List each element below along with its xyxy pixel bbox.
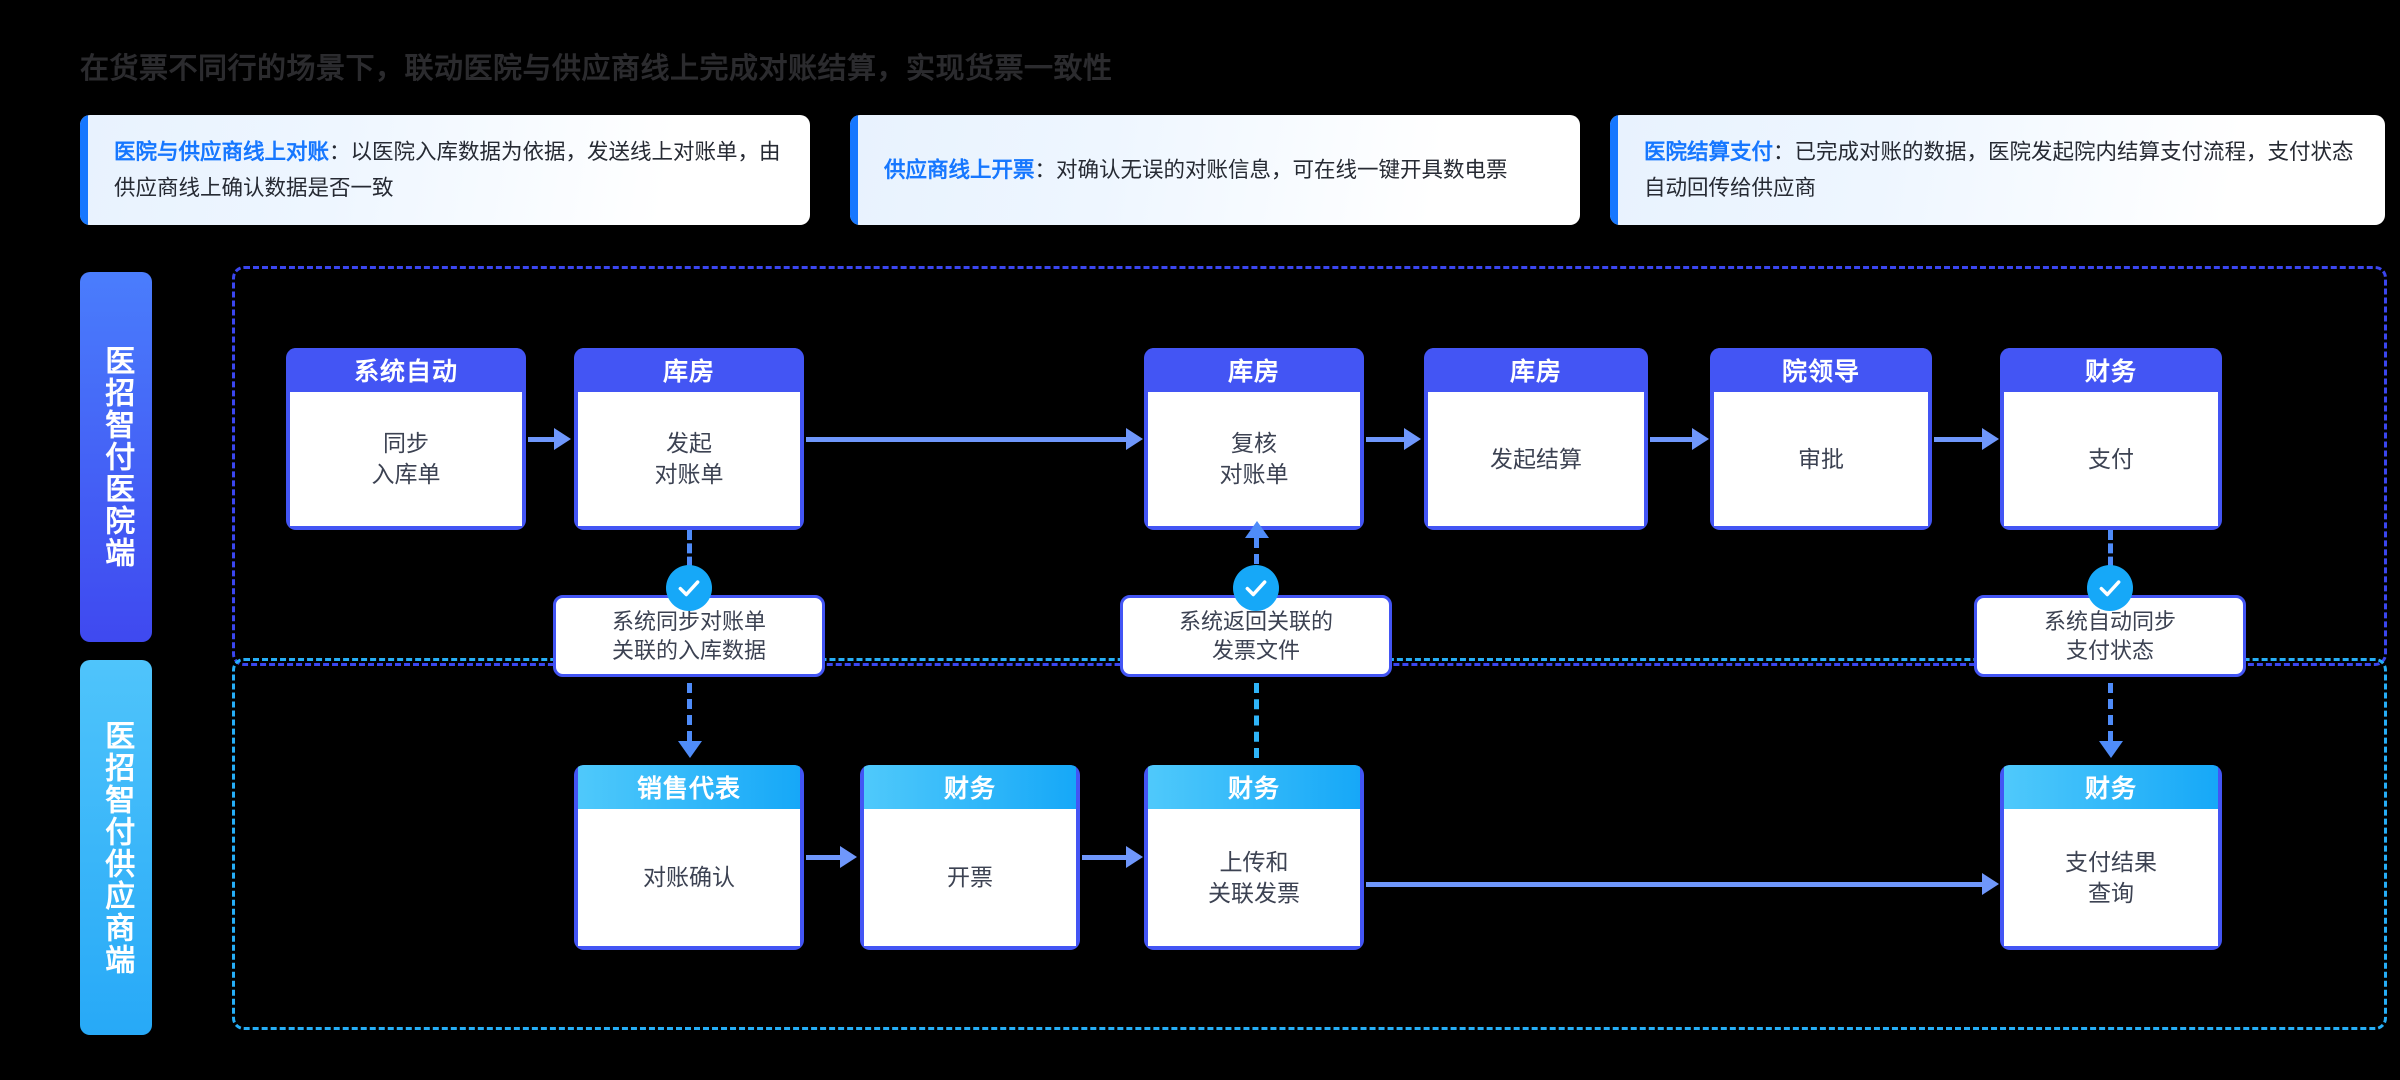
info-card-body: 以医院入库数据为依据，发送线上对账单，由供应商线上确认数据是否一致 — [114, 140, 781, 200]
node-role: 财务 — [2004, 765, 2218, 809]
arrow-head-h4 — [1692, 428, 1709, 450]
arrow-head-h5 — [1982, 428, 1999, 450]
connector-line-1-top — [687, 530, 692, 580]
node-supplier-issue-invoice[interactable]: 财务 开票 — [860, 765, 1080, 950]
connector-arrow-3-down — [2099, 741, 2123, 758]
info-card-accent-bar — [850, 115, 858, 225]
lane-label-supplier-text: 医招智付供应商端 — [100, 719, 134, 976]
info-card-heading: 医院与供应商线上对账 — [114, 140, 330, 164]
node-action: 支付结果 查询 — [2004, 809, 2218, 946]
arrow-line-h3 — [1366, 437, 1404, 442]
lane-label-hospital-text: 医招智付医院端 — [100, 345, 134, 569]
info-card-invoicing: 供应商线上开票：对确认无误的对账信息，可在线一键开具数电票 — [850, 115, 1580, 225]
node-role: 财务 — [1148, 765, 1360, 809]
info-card-separator: ： — [329, 140, 351, 164]
lane-label-hospital: 医招智付医院端 — [80, 272, 152, 642]
node-action: 支付 — [2004, 392, 2218, 526]
node-supplier-query-payment-result[interactable]: 财务 支付结果 查询 — [2000, 765, 2222, 950]
arrow-line-s1 — [806, 855, 840, 860]
connector-line-2-bottom — [1254, 683, 1259, 758]
node-action: 发起结算 — [1428, 392, 1644, 526]
arrow-line-h1 — [528, 437, 554, 442]
info-card-accent-bar — [80, 115, 88, 225]
connector-arrow-1-down — [678, 741, 702, 758]
info-card-text: 供应商线上开票：对确认无误的对账信息，可在线一键开具数电票 — [850, 152, 1534, 188]
node-role: 财务 — [2004, 348, 2218, 392]
arrow-head-h3 — [1404, 428, 1421, 450]
node-hospital-start-settlement[interactable]: 库房 发起结算 — [1424, 348, 1648, 530]
arrow-head-s1 — [840, 846, 857, 868]
arrow-head-h2 — [1126, 428, 1143, 450]
arrow-line-s3 — [1366, 882, 1982, 887]
arrow-line-h4 — [1650, 437, 1692, 442]
info-card-text: 医院结算支付：已完成对账的数据，医院发起院内结算支付流程，支付状态自动回传给供应… — [1610, 134, 2385, 206]
node-hospital-review-statement[interactable]: 库房 复核 对账单 — [1144, 348, 1364, 530]
node-role: 系统自动 — [290, 348, 522, 392]
node-supplier-confirm-statement[interactable]: 销售代表 对账确认 — [574, 765, 804, 950]
connector-line-2-top — [1254, 538, 1259, 580]
node-action: 发起 对账单 — [578, 392, 800, 526]
node-role: 财务 — [864, 765, 1076, 809]
info-card-accent-bar — [1610, 115, 1618, 225]
node-role: 库房 — [1148, 348, 1360, 392]
connector-arrow-2-up — [1245, 521, 1269, 538]
arrow-line-s2 — [1082, 855, 1126, 860]
arrow-line-h5 — [1934, 437, 1982, 442]
node-hospital-approval[interactable]: 院领导 审批 — [1710, 348, 1932, 530]
check-icon — [666, 565, 712, 611]
node-role: 库房 — [578, 348, 800, 392]
info-card-text: 医院与供应商线上对账：以医院入库数据为依据，发送线上对账单，由供应商线上确认数据… — [80, 134, 810, 206]
check-icon — [1233, 565, 1279, 611]
connector-line-1-bottom — [687, 683, 692, 741]
info-card-separator: ： — [1773, 140, 1795, 164]
connector-note-text: 系统返回关联的 发票文件 — [1178, 608, 1333, 663]
node-action: 同步 入库单 — [290, 392, 522, 526]
check-icon — [2087, 565, 2133, 611]
info-card-body: 对确认无误的对账信息，可在线一键开具数电票 — [1056, 158, 1508, 182]
info-card-settlement: 医院结算支付：已完成对账的数据，医院发起院内结算支付流程，支付状态自动回传给供应… — [1610, 115, 2385, 225]
info-card-heading: 供应商线上开票 — [884, 158, 1035, 182]
connector-note-text: 系统自动同步 支付状态 — [2043, 608, 2176, 663]
info-card-reconciliation: 医院与供应商线上对账：以医院入库数据为依据，发送线上对账单，由供应商线上确认数据… — [80, 115, 810, 225]
info-card-body: 已完成对账的数据，医院发起院内结算支付流程，支付状态自动回传给供应商 — [1644, 140, 2354, 200]
node-role: 院领导 — [1714, 348, 1928, 392]
arrow-line-h2 — [806, 437, 1126, 442]
node-role: 库房 — [1428, 348, 1644, 392]
connector-note-text: 系统同步对账单 关联的入库数据 — [611, 608, 766, 663]
connector-line-3-bottom — [2108, 683, 2113, 741]
node-action: 对账确认 — [578, 809, 800, 946]
page-title: 在货票不同行的场景下，联动医院与供应商线上完成对账结算，实现货票一致性 — [80, 53, 1113, 85]
node-role: 销售代表 — [578, 765, 800, 809]
node-action: 上传和 关联发票 — [1148, 809, 1360, 946]
node-hospital-sync-inbound[interactable]: 系统自动 同步 入库单 — [286, 348, 526, 530]
node-hospital-payment[interactable]: 财务 支付 — [2000, 348, 2222, 530]
connector-line-3-top — [2108, 530, 2113, 580]
info-card-heading: 医院结算支付 — [1644, 140, 1774, 164]
lane-label-supplier: 医招智付供应商端 — [80, 660, 152, 1035]
arrow-head-h1 — [554, 428, 571, 450]
node-action: 复核 对账单 — [1148, 392, 1360, 526]
node-hospital-create-statement[interactable]: 库房 发起 对账单 — [574, 348, 804, 530]
arrow-head-s2 — [1126, 846, 1143, 868]
arrow-head-s3 — [1982, 873, 1999, 895]
node-action: 开票 — [864, 809, 1076, 946]
node-supplier-upload-invoice[interactable]: 财务 上传和 关联发票 — [1144, 765, 1364, 950]
info-card-separator: ： — [1034, 158, 1057, 182]
node-action: 审批 — [1714, 392, 1928, 526]
